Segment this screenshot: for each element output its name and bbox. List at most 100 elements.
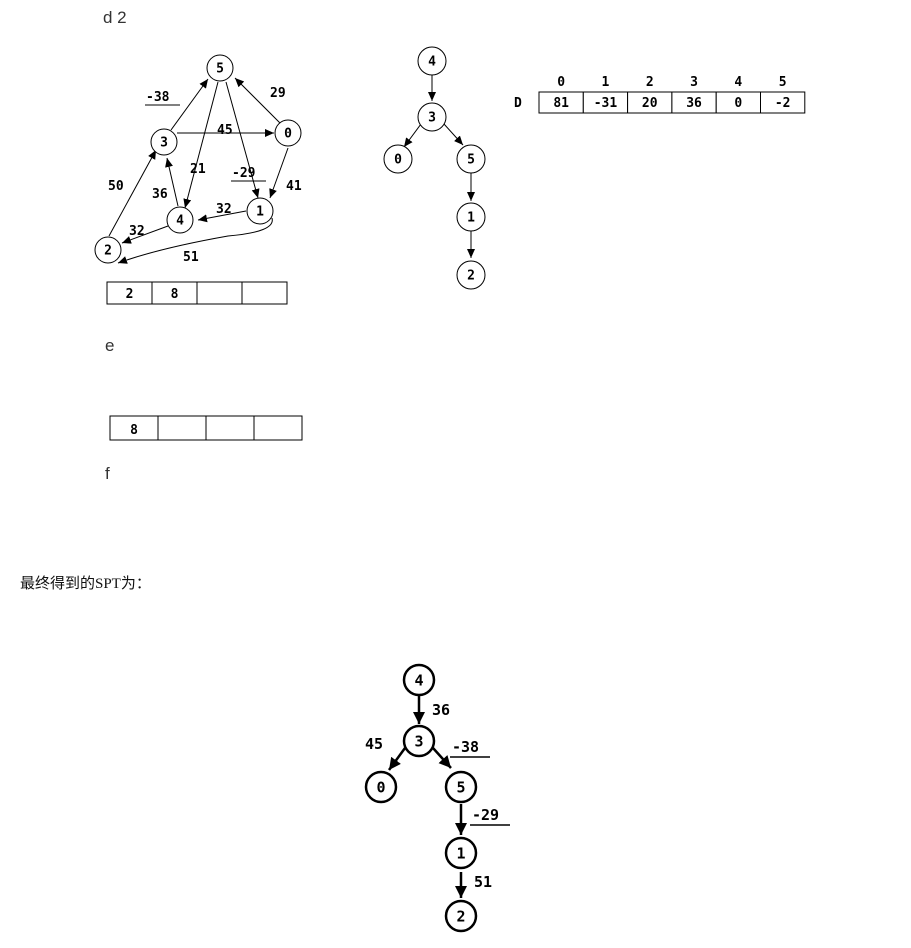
queue-value: 8 — [130, 423, 138, 438]
graph-node-label: 2 — [104, 244, 112, 259]
small-tree-node-circle — [456, 144, 486, 174]
small-tree-node-label: 4 — [428, 55, 436, 70]
small-tree-node-circle — [417, 102, 447, 132]
section-label-e: e — [105, 336, 115, 355]
spt-weight-label: 45 — [365, 735, 383, 753]
edge-weight-label: 32 — [216, 202, 232, 217]
edge-1-4 — [197, 210, 247, 223]
spt-node-label: 5 — [456, 778, 465, 796]
small-tree-node-4: 4 — [417, 46, 447, 76]
edge-3-5 — [170, 78, 209, 131]
edge-weight-label: -38 — [146, 90, 170, 105]
table-header: 4 — [734, 75, 742, 90]
edge-5-4 — [183, 81, 219, 209]
edge-weight-label: 32 — [129, 224, 145, 239]
spt-node-1: 1 — [444, 836, 478, 870]
queue-e: 8 — [109, 415, 303, 441]
edge-weight-label: 21 — [190, 162, 206, 177]
table-value: 36 — [686, 96, 702, 111]
queue-cell — [157, 415, 207, 441]
table-header: 5 — [779, 75, 787, 90]
graph-node-0: 0 — [274, 119, 302, 147]
graph-node-3: 3 — [150, 128, 178, 156]
edge-5-1 — [225, 81, 260, 199]
table-value: -31 — [594, 96, 618, 111]
queue-cell — [196, 281, 243, 305]
graph-node-circle — [166, 206, 194, 234]
small-edge-3-5 — [443, 123, 464, 146]
table-header: 1 — [602, 75, 610, 90]
spt-weight-label: -29 — [472, 806, 499, 824]
small-tree-node-label: 1 — [467, 211, 475, 226]
spt-node-label: 4 — [414, 671, 423, 689]
small-tree-node-circle — [456, 260, 486, 290]
graph-node-circle — [94, 236, 122, 264]
graph-node-2: 2 — [94, 236, 122, 264]
spt-node-circle — [444, 899, 478, 933]
graph-node-label: 3 — [160, 136, 168, 151]
table-value: -2 — [775, 96, 791, 111]
edge-0-5 — [234, 77, 282, 125]
spt-node-label: 2 — [456, 907, 465, 925]
graph-node-label: 4 — [176, 214, 184, 229]
edge-2-3 — [108, 149, 157, 237]
small-tree: 4 3 0 5 1 2 — [383, 46, 486, 290]
graph-node-5: 5 — [206, 54, 234, 82]
queue-cell — [109, 415, 159, 441]
spt-node-2: 2 — [444, 899, 478, 933]
small-tree-node-circle — [417, 46, 447, 76]
small-tree-node-label: 2 — [467, 269, 475, 284]
queue-cell — [205, 415, 255, 441]
queue-value: 8 — [171, 287, 179, 302]
queue-cell — [241, 281, 288, 305]
spt-node-5: 5 — [444, 770, 478, 804]
distance-table: D 0 1 2 3 4 5 81 -31 20 36 0 -2 — [514, 75, 806, 114]
graph-node-circle — [150, 128, 178, 156]
table-header: 0 — [557, 75, 565, 90]
graph-node-circle — [206, 54, 234, 82]
graph-node-circle — [274, 119, 302, 147]
table-value: 0 — [734, 96, 742, 111]
queue-cell — [253, 415, 303, 441]
small-tree-node-circle — [383, 144, 413, 174]
edge-weight-label: 50 — [108, 179, 124, 194]
spt-node-circle — [444, 836, 478, 870]
spt-weight-label: 36 — [432, 701, 450, 719]
spt-node-label: 0 — [376, 778, 385, 796]
small-edge-3-0 — [403, 123, 422, 148]
table-value: 81 — [553, 96, 569, 111]
table-row-label: D — [514, 96, 522, 111]
small-tree-node-3: 3 — [417, 102, 447, 132]
section-label-f: f — [105, 464, 110, 483]
small-tree-nodes: 4 3 0 5 1 2 — [383, 46, 486, 290]
small-tree-node-1: 1 — [456, 202, 486, 232]
small-tree-node-label: 0 — [394, 153, 402, 168]
spt-node-circle — [402, 724, 436, 758]
table-value: 20 — [642, 96, 658, 111]
spt-node-circle — [444, 770, 478, 804]
edge-weight-label: 41 — [286, 179, 302, 194]
edge-weight-label: -29 — [232, 166, 255, 181]
spt-node-4: 4 — [402, 663, 436, 697]
small-tree-node-5: 5 — [456, 144, 486, 174]
edge-weight-label: 29 — [270, 86, 286, 101]
small-tree-node-label: 5 — [467, 153, 475, 168]
spt-weight-label: -38 — [452, 738, 479, 756]
spt-node-circle — [402, 663, 436, 697]
spt-node-circle — [364, 770, 398, 804]
table-header: 2 — [646, 75, 654, 90]
small-tree-edges — [403, 74, 475, 258]
table-header: 3 — [690, 75, 698, 90]
spt-weight-label: 51 — [474, 873, 492, 891]
graph-node-4: 4 — [166, 206, 194, 234]
graph-node-label: 0 — [284, 127, 292, 142]
graph-node-1: 1 — [246, 197, 274, 225]
